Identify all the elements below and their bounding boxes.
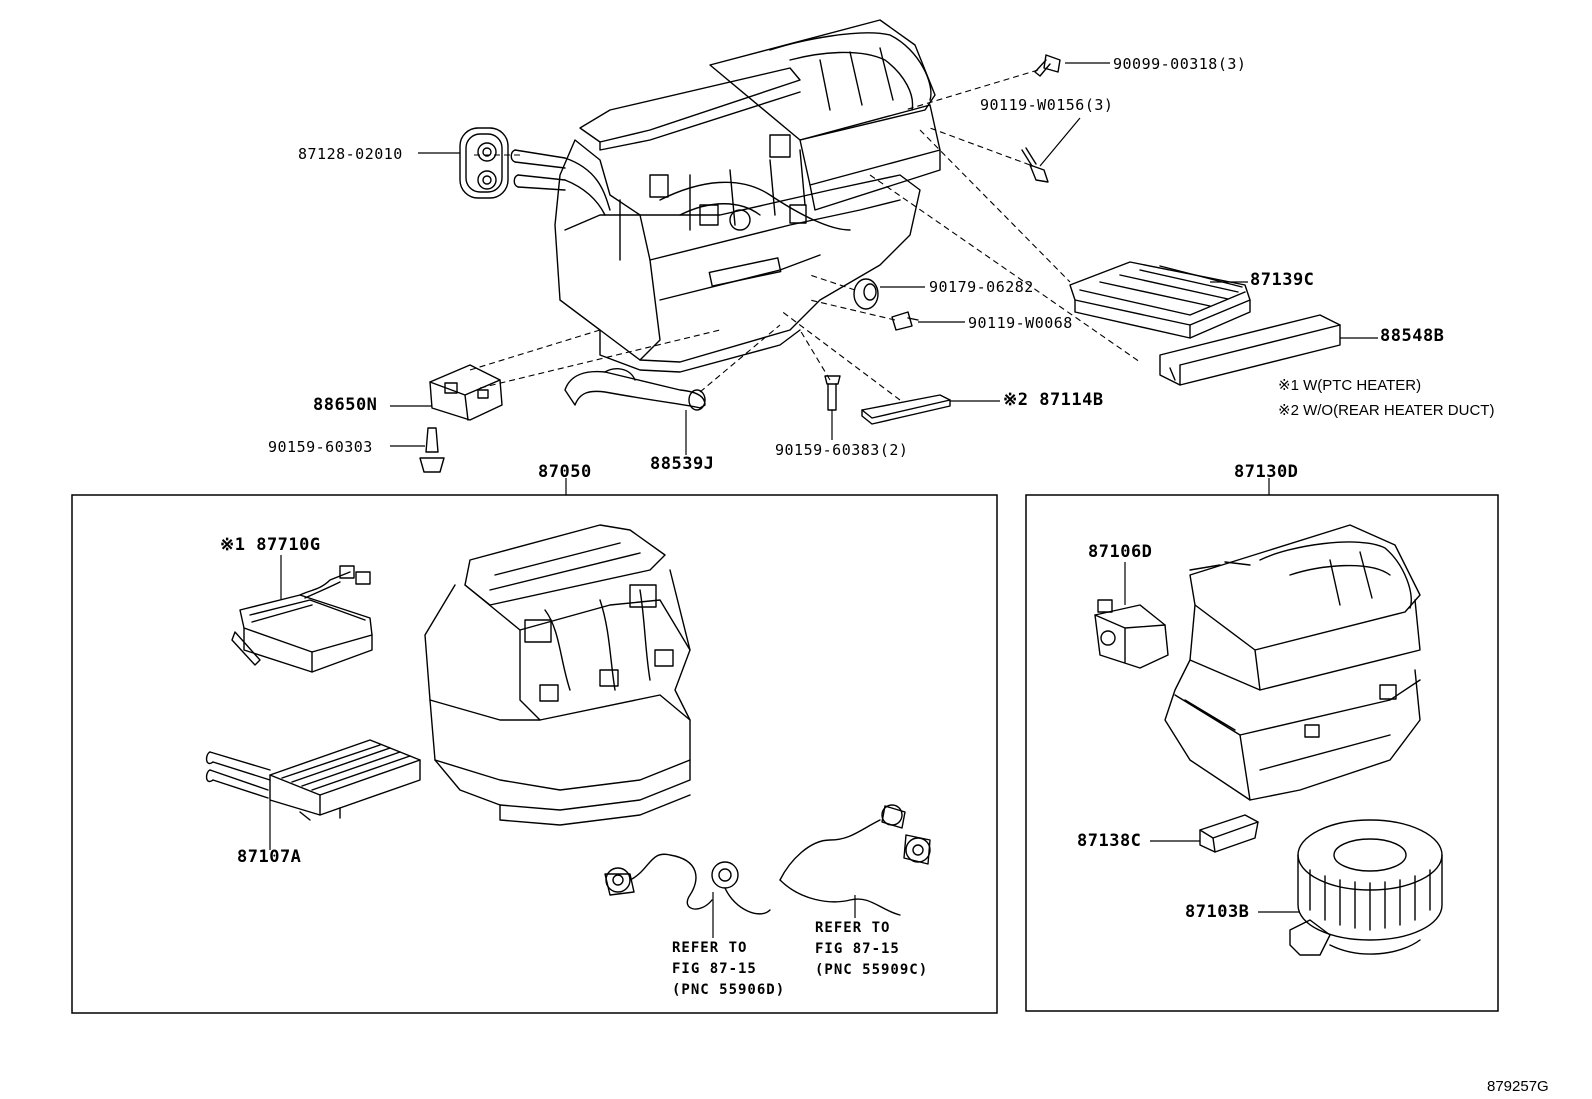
label-87128-02010[interactable]: 87128-02010 bbox=[298, 145, 403, 163]
resistor-87138c-illustration bbox=[1199, 814, 1259, 853]
leader-90119-w0156 bbox=[1039, 117, 1081, 167]
label-87103b[interactable]: 87103B bbox=[1185, 902, 1250, 922]
label-88539j[interactable]: 88539J bbox=[650, 454, 715, 474]
duct-87114b-illustration bbox=[861, 394, 951, 425]
group-box-87130d bbox=[1025, 494, 1499, 1012]
actuator-87106d-illustration bbox=[1094, 599, 1169, 669]
ptc-heater-87710g-illustration bbox=[231, 565, 373, 673]
label-87139c[interactable]: 87139C bbox=[1250, 270, 1315, 290]
heater-core-87107a-illustration bbox=[205, 739, 421, 821]
duct-88539j-illustration bbox=[564, 368, 706, 411]
reference-55909c[interactable]: REFER TO FIG 87-15 (PNC 55909C) bbox=[815, 920, 929, 978]
sensor-wires-illustration bbox=[604, 804, 931, 916]
note-rear-heater-duct: ※2 W/O(REAR HEATER DUCT) bbox=[1278, 402, 1495, 419]
blower-motor-87103b-illustration bbox=[1289, 819, 1443, 956]
screw-90159-60303-illustration bbox=[419, 427, 445, 473]
label-87107a[interactable]: 87107A bbox=[237, 847, 302, 867]
label-87138c[interactable]: 87138C bbox=[1077, 831, 1142, 851]
group-box-87050 bbox=[71, 494, 998, 1014]
figure-id: 879257G bbox=[1487, 1078, 1549, 1095]
main-heater-unit-illustration bbox=[510, 19, 941, 373]
label-87710g[interactable]: ※1 87710G bbox=[220, 535, 321, 555]
label-88650n[interactable]: 88650N bbox=[313, 395, 378, 415]
label-90159-60383[interactable]: 90159-60383(2) bbox=[775, 441, 909, 459]
blower-case-87130d-illustration bbox=[1164, 524, 1421, 801]
label-90159-60303[interactable]: 90159-60303 bbox=[268, 438, 373, 456]
reference-55906d[interactable]: REFER TO FIG 87-15 (PNC 55906D) bbox=[672, 940, 786, 998]
label-90179-06282[interactable]: 90179-06282 bbox=[929, 278, 1034, 296]
screw-90119-w0068-illustration bbox=[891, 311, 919, 331]
label-88548b[interactable]: 88548B bbox=[1380, 326, 1445, 346]
label-90099-00318[interactable]: 90099-00318(3) bbox=[1113, 55, 1247, 73]
actuator-88650n-illustration bbox=[429, 364, 503, 421]
screw-90099-illustration bbox=[1034, 54, 1061, 77]
note-ptc-heater: ※1 W(PTC HEATER) bbox=[1278, 377, 1422, 394]
filter-87139c-illustration bbox=[1069, 261, 1251, 339]
heater-unit-87050-illustration bbox=[424, 524, 691, 826]
grommet-87128-illustration bbox=[459, 127, 509, 199]
screw-90119-w0156-illustration bbox=[1021, 147, 1049, 183]
clip-90179-illustration bbox=[853, 278, 879, 310]
label-87130d[interactable]: 87130D bbox=[1234, 462, 1299, 482]
cover-88548b-illustration bbox=[1159, 314, 1341, 386]
label-87106d[interactable]: 87106D bbox=[1088, 542, 1153, 562]
label-90119-w0068[interactable]: 90119-W0068 bbox=[968, 314, 1073, 332]
label-87050[interactable]: 87050 bbox=[538, 462, 592, 482]
label-87114b[interactable]: ※2 87114B bbox=[1003, 390, 1104, 410]
screw-90159-60383-illustration bbox=[824, 375, 841, 411]
label-90119-w0156[interactable]: 90119-W0156(3) bbox=[980, 96, 1114, 114]
